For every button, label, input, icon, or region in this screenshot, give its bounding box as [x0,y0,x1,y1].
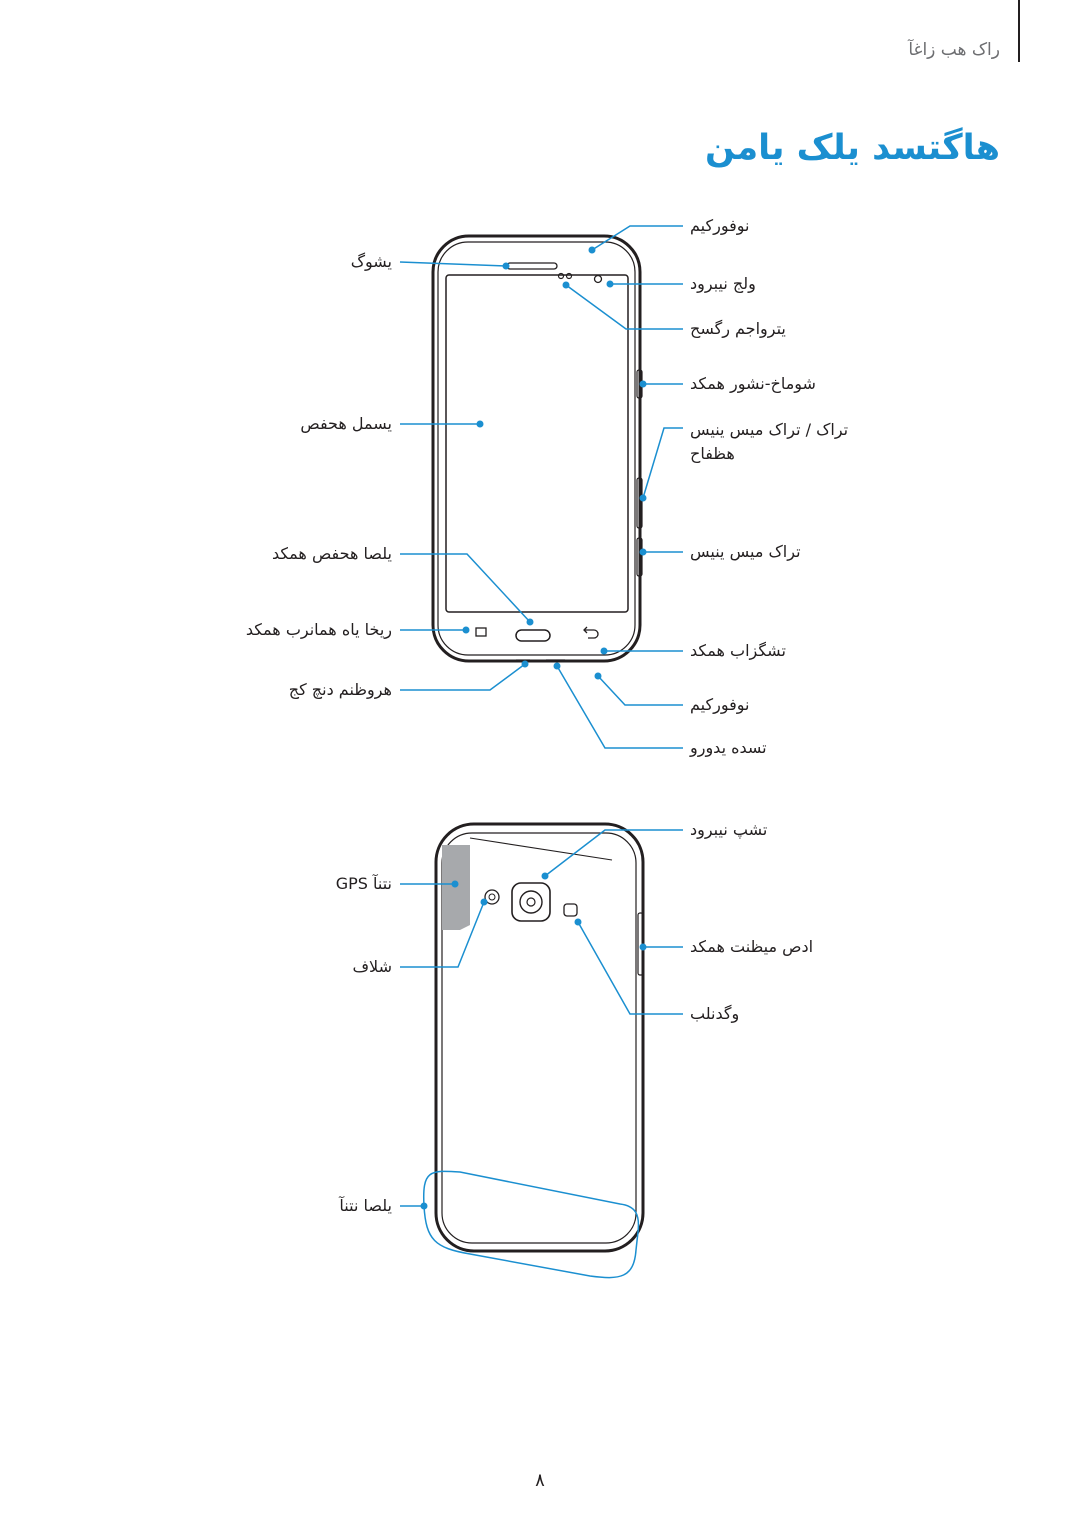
label-front-camera: ولج نیبرود [690,274,756,293]
label-proximity-sensor: یتروا‌جم رگسح [690,319,786,338]
front-phone-illustration [431,234,643,663]
label-rear-camera: تشپ نیبرود [690,820,768,839]
label-gps-antenna: GPS نتنآ [335,874,392,893]
page-title: هاگتسد یلک یامن [705,128,1000,168]
label-sim-tray: تراک میس ینیس [690,542,801,561]
running-head: راک هب زاغآ [908,40,1000,60]
page-number: ۸ [535,1470,545,1491]
label-power-key: شوماخ-نشور همکد [690,374,816,393]
header-divider [1018,0,1020,62]
label-recent-apps-key: ریخا یاه همانرب همکد [245,620,392,639]
label-back-key: تشگزاب همکد [690,641,786,660]
label-home-key: یلصا هحفص همکد [271,544,392,563]
label-sim-memory-tray: تراک / تراک میس ینیس [690,420,849,439]
label-multipurpose-jack: هروظنم دنچ کج [288,680,392,699]
label-speaker: وگدنلب [690,1004,740,1023]
label-main-antenna: یلصا نتنآ [339,1196,392,1215]
label-flash: شلاف [352,957,392,976]
label-touchscreen: یسمل هحفص [300,414,392,433]
label-headset-jack: تسده یدورو [690,738,767,757]
label-microphone-bottom: نوفورکیم [690,695,750,714]
label-volume-key: ادص میظنت همکد [690,937,814,956]
back-phone-illustration [434,822,645,1253]
label-microphone-top: نوفورکیم [690,216,750,235]
label-earpiece: یشوگ [350,252,392,271]
label-sim-memory-tray-line2: هظفاح [690,444,735,463]
